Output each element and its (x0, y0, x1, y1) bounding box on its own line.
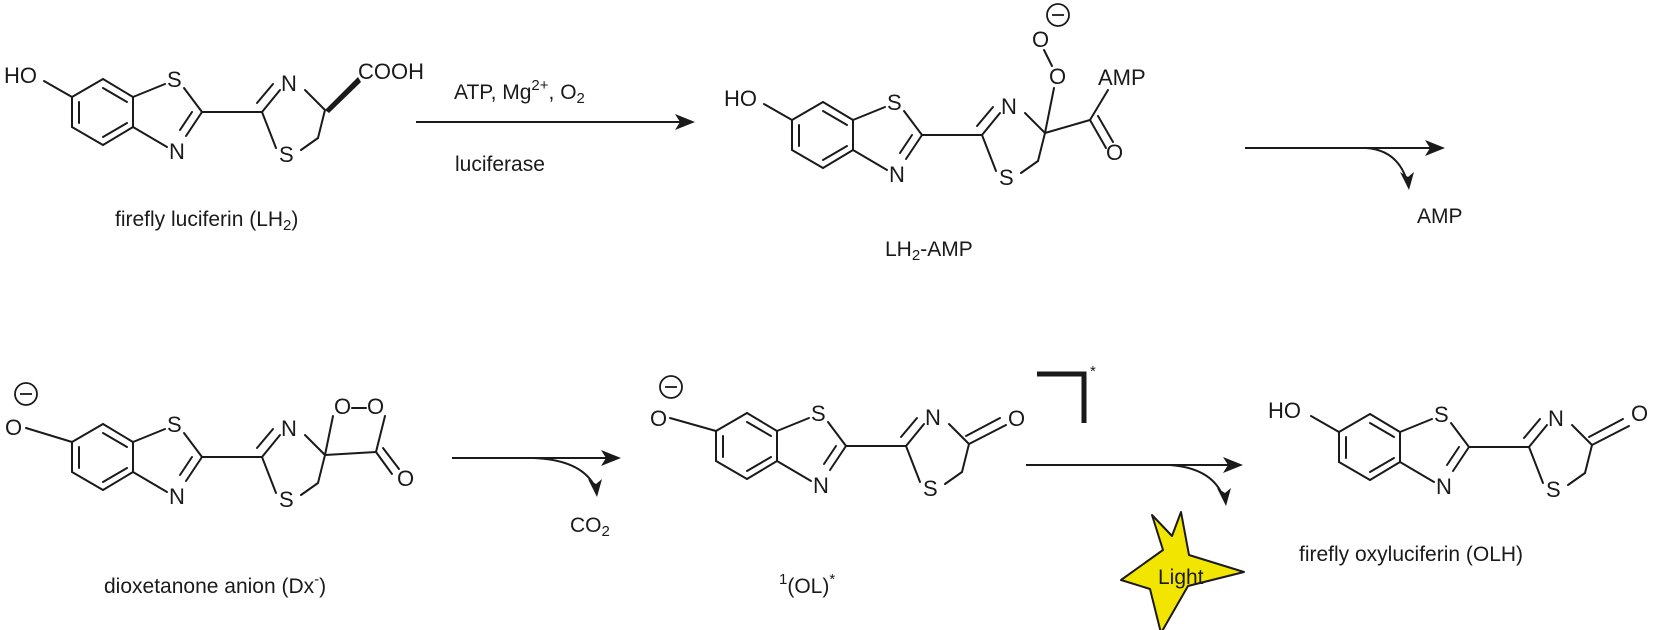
negative-charge-icon (659, 375, 683, 399)
caption-firefly-oxyluciferin: firefly oxyluciferin (OLH) (1299, 543, 1523, 566)
reaction-arrow-4: Light (1026, 457, 1245, 630)
excited-state-bracket (1037, 371, 1087, 423)
light-label: Light (1158, 566, 1204, 589)
n-atom: N (925, 405, 941, 430)
negative-charge-icon (1046, 3, 1070, 27)
n-atom: N (813, 473, 829, 498)
atom-labels: HO S N N S COOH (4, 59, 424, 167)
atom-labels: O S N N S O O O (5, 394, 414, 512)
ho-label: HO (4, 63, 37, 88)
caption-firefly-luciferin: firefly luciferin (LH2) (115, 208, 298, 234)
o-atom: O (1106, 140, 1123, 165)
atom-labels: O S N N S O (650, 401, 1025, 501)
s-atom: S (1434, 402, 1449, 427)
bonds (25, 407, 400, 496)
lh2-amp-structure: HO S N N S O O O AMP LH2-AMP (724, 3, 1146, 264)
n-atom: N (889, 162, 905, 187)
n-atom: N (169, 139, 185, 164)
bonds (763, 49, 1114, 174)
wedge-bond (325, 77, 361, 113)
caption-excited-oxyluciferin: 1(OL)* (779, 571, 835, 598)
cooh-label: COOH (358, 59, 424, 84)
bonds (43, 78, 326, 151)
s-atom: S (167, 67, 182, 92)
o-atom: O (5, 415, 22, 440)
n-atom: N (1001, 94, 1017, 119)
s-atom: S (1546, 477, 1561, 502)
s-atom: S (279, 487, 294, 512)
reagents-label: ATP, Mg2+, O2 (454, 77, 585, 107)
co2-byproduct-label: CO2 (570, 514, 610, 540)
firefly-oxyluciferin-structure: HO S N N S O firefly oxyluciferin (OLH) (1268, 398, 1648, 566)
caption-dioxetanone-anion: dioxetanone anion (Dx-) (104, 571, 326, 598)
excited-oxyluciferin-structure: O S N N S O * 1(OL)* (650, 363, 1096, 598)
o-atom: O (1008, 406, 1025, 431)
atom-labels: HO S N N S O (1268, 398, 1648, 502)
o-atom: O (334, 394, 351, 419)
ho-label: HO (1268, 398, 1301, 423)
enzyme-label: luciferase (455, 153, 545, 176)
dioxetanone-anion-structure: O S N N S O O O dioxetanone anion (Dx-) (5, 382, 414, 598)
excited-state-mark: * (1090, 363, 1096, 380)
atom-labels: HO S N N S O O O AMP (724, 27, 1146, 190)
o-atom: O (1049, 64, 1066, 89)
amp-byproduct-label: AMP (1417, 205, 1463, 228)
bonds (669, 412, 1007, 485)
reaction-arrow-1: ATP, Mg2+, O2 luciferase (416, 77, 695, 176)
n-atom: N (281, 71, 297, 96)
caption-lh2-amp: LH2-AMP (885, 238, 973, 264)
o-atom: O (1631, 401, 1648, 426)
n-atom: N (1436, 474, 1452, 499)
s-atom: S (279, 142, 294, 167)
o-atom: O (650, 406, 667, 431)
n-atom: N (1548, 406, 1564, 431)
firefly-luciferin-structure: HO S N N S COOH firefly luciferin (LH2) (4, 59, 424, 234)
s-atom: S (887, 90, 902, 115)
reaction-arrow-2: AMP (1245, 140, 1463, 228)
n-atom: N (281, 416, 297, 441)
s-atom: S (923, 476, 938, 501)
light-star-icon (1120, 511, 1245, 630)
negative-charge-icon (14, 382, 38, 406)
s-atom: S (167, 412, 182, 437)
n-atom: N (169, 484, 185, 509)
o-atom: O (397, 466, 414, 491)
o-atom: O (367, 394, 384, 419)
s-atom: S (999, 165, 1014, 190)
ho-label: HO (724, 86, 757, 111)
s-atom: S (811, 401, 826, 426)
o-atom: O (1032, 27, 1049, 52)
bonds (1310, 413, 1630, 486)
amp-label: AMP (1098, 65, 1146, 90)
reaction-arrow-3: CO2 (452, 450, 621, 540)
